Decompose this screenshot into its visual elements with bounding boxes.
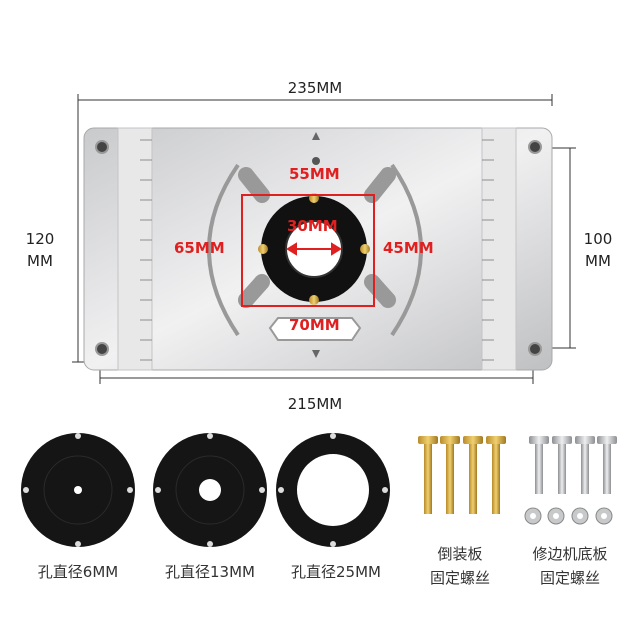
- height-120-unit: MM: [27, 252, 53, 270]
- ring-25mm-caption: 孔直径25MM: [291, 563, 381, 581]
- ring-13mm-caption: 孔直径13MM: [165, 563, 255, 581]
- silver-screws: [524, 436, 617, 525]
- height-100-value: 100: [583, 230, 613, 248]
- reducer-rings: [21, 433, 390, 547]
- silver-screws-caption-1: 修边机底板: [532, 545, 608, 563]
- width-215-label: 215MM: [287, 395, 343, 413]
- ring-6mm-caption: 孔直径6MM: [37, 563, 119, 581]
- span-45-label: 45MM: [383, 239, 434, 257]
- red-annotation-lines: [241, 194, 375, 307]
- slot-70-label: 70MM: [289, 316, 340, 334]
- width-235-label: 235MM: [287, 79, 343, 97]
- brass-screws-caption-1: 倒装板: [437, 545, 483, 563]
- height-120-value: 120: [25, 230, 55, 248]
- height-100-unit: MM: [585, 252, 611, 270]
- silver-screws-caption-2: 固定螺丝: [539, 569, 600, 587]
- brass-screws-caption-2: 固定螺丝: [429, 569, 490, 587]
- hole-30-label: 30MM: [287, 217, 338, 235]
- brass-screws: [418, 436, 506, 514]
- span-65-label: 65MM: [174, 239, 225, 257]
- span-55-label: 55MM: [289, 165, 340, 183]
